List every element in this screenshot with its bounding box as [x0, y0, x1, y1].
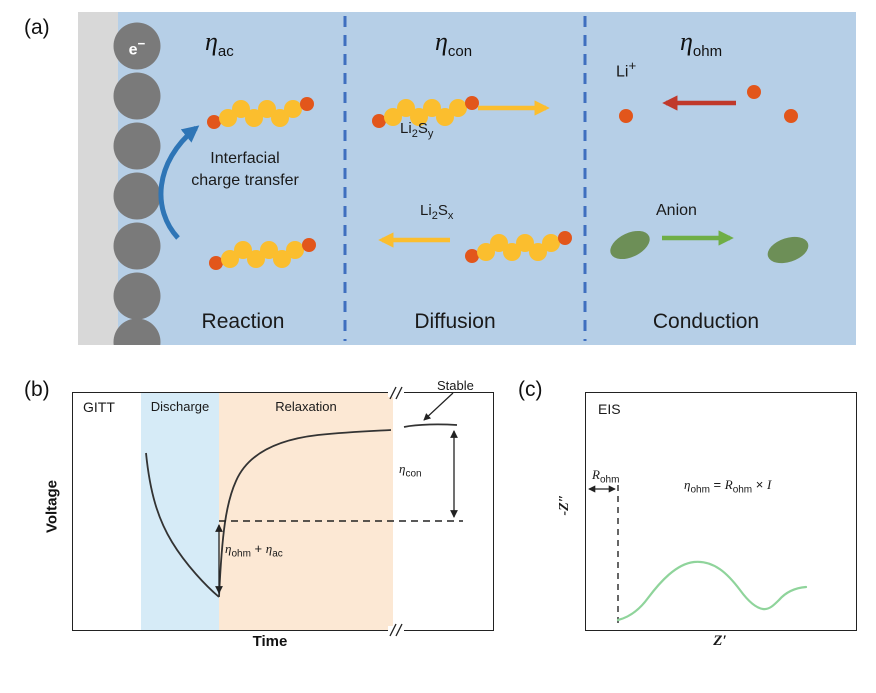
- polysulfide-chain: [209, 238, 316, 270]
- anion-ellipse: [767, 236, 809, 264]
- equals-sign: =: [709, 477, 725, 492]
- eta-symbol: η: [265, 541, 273, 556]
- eta-subscript: ohm: [692, 43, 723, 61]
- ohmic-equation: ηohm = Rohm × I: [684, 477, 771, 496]
- subscript: y: [427, 128, 434, 140]
- relaxation-band: [219, 393, 393, 630]
- nyquist-curve: [616, 560, 808, 622]
- electrode-particle: [113, 318, 161, 345]
- panel-c-tag: (c): [518, 378, 543, 401]
- electrode-strip: [78, 12, 118, 345]
- eta-subscript: con: [447, 43, 473, 61]
- eta-symbol: η: [684, 477, 691, 492]
- interfacial-line1: Interfacial: [210, 150, 280, 167]
- rohm-annotation: Rohm: [592, 467, 619, 486]
- plus-sign: +: [250, 541, 266, 556]
- li2sx-formula: Li2Sx: [420, 202, 453, 222]
- axis-break-top: [388, 386, 404, 400]
- electrode-particle: [113, 122, 161, 170]
- z-real-axis-label: Z′: [713, 633, 727, 649]
- element: S: [417, 120, 428, 137]
- eta-ohm-label: ηohm: [680, 26, 722, 60]
- eta-symbol: η: [680, 27, 693, 56]
- caption-conduction: Conduction: [652, 310, 760, 333]
- discharge-label: Discharge: [150, 399, 210, 414]
- eta-ac-label: ηac: [205, 26, 234, 60]
- li-ion-label: Li+: [616, 58, 636, 81]
- eta-sum-annotation: ηohm + ηac: [225, 541, 283, 560]
- time-axis-label: Time: [252, 633, 288, 650]
- eta-symbol: η: [435, 27, 448, 56]
- electrode-particle: [113, 22, 161, 70]
- eta-subscript: ohm: [231, 548, 251, 560]
- element: Li: [420, 202, 432, 219]
- charge: +: [628, 58, 637, 73]
- gitt-curves: [145, 423, 463, 598]
- stable-label: Stable: [437, 378, 474, 393]
- polysulfide-chain: [207, 97, 314, 129]
- electrode-particle: [113, 72, 161, 120]
- anion-label: Anion: [656, 202, 697, 219]
- li-ion-dot: [784, 109, 798, 123]
- eta-subscript: con: [405, 468, 422, 480]
- subscript: 2: [411, 128, 418, 140]
- eta-symbol: η: [205, 27, 218, 56]
- eta-symbol: η: [399, 461, 406, 476]
- panel-c-eis-plot: EIS Rohm ηohm = Rohm × I: [585, 392, 857, 631]
- stable-voltage-segment: [403, 423, 458, 428]
- eta-con-annotation: ηcon: [399, 461, 422, 480]
- li-ion-dot: [747, 85, 761, 99]
- panel-b-tag: (b): [24, 378, 50, 401]
- interfacial-line2: charge transfer: [191, 171, 299, 189]
- times-sign: ×: [752, 477, 767, 492]
- gitt-label: GITT: [83, 399, 115, 415]
- eis-curves: [588, 485, 808, 626]
- axis-break-bottom: [388, 623, 404, 637]
- panel-a-tag: (a): [24, 16, 50, 39]
- li2sy-formula: Li2Sy: [400, 120, 433, 140]
- discharge-curve: [145, 452, 220, 598]
- subscript: x: [447, 210, 454, 222]
- panel-a-schematic: e− ηac ηcon ηohm Interfacial charge tran…: [78, 12, 856, 345]
- element: Li: [400, 120, 412, 137]
- caption-reaction: Reaction: [201, 310, 285, 333]
- current-symbol: I: [766, 477, 772, 492]
- eta-subscript: ac: [272, 548, 283, 560]
- relaxation-curve: [218, 429, 392, 598]
- panel-b-gitt-plot: GITT Discharge Relaxation ηcon ηohm + ηa…: [72, 386, 494, 637]
- interfacial-charge-transfer-text: Interfacial charge transfer: [191, 148, 299, 191]
- discharge-band: [141, 393, 219, 630]
- eis-label: EIS: [598, 401, 621, 417]
- electrode-particle: [113, 172, 161, 220]
- anion-ellipse: [610, 230, 650, 260]
- r-subscript: ohm: [599, 474, 620, 486]
- element: Li: [616, 63, 629, 81]
- electrode-particle: [113, 272, 161, 320]
- electron-label: e−: [129, 36, 146, 59]
- negative-z-imaginary-axis-label: -Z″: [557, 494, 572, 516]
- r-subscript: ohm: [732, 484, 753, 496]
- caption-diffusion: Diffusion: [414, 310, 496, 333]
- panel-a-graphics: [113, 16, 809, 345]
- eta-subscript: ac: [217, 43, 234, 61]
- electrode-particles: [113, 22, 161, 345]
- electrode-particle: [113, 222, 161, 270]
- r-symbol: R: [592, 467, 600, 482]
- relaxation-label: Relaxation: [275, 399, 337, 414]
- electron-charge: −: [137, 36, 146, 51]
- eta-subscript: ohm: [690, 484, 710, 496]
- r-symbol: R: [724, 477, 733, 492]
- eta-symbol: η: [225, 541, 232, 556]
- eta-con-label: ηcon: [435, 26, 472, 60]
- element: S: [437, 202, 448, 219]
- li-ion-dot: [619, 109, 633, 123]
- polysulfide-chain: [465, 231, 572, 263]
- charge-transfer-arrow: [158, 125, 200, 240]
- subscript: 2: [431, 210, 438, 222]
- electron-symbol: e: [128, 41, 138, 59]
- voltage-axis-label: Voltage: [43, 479, 61, 534]
